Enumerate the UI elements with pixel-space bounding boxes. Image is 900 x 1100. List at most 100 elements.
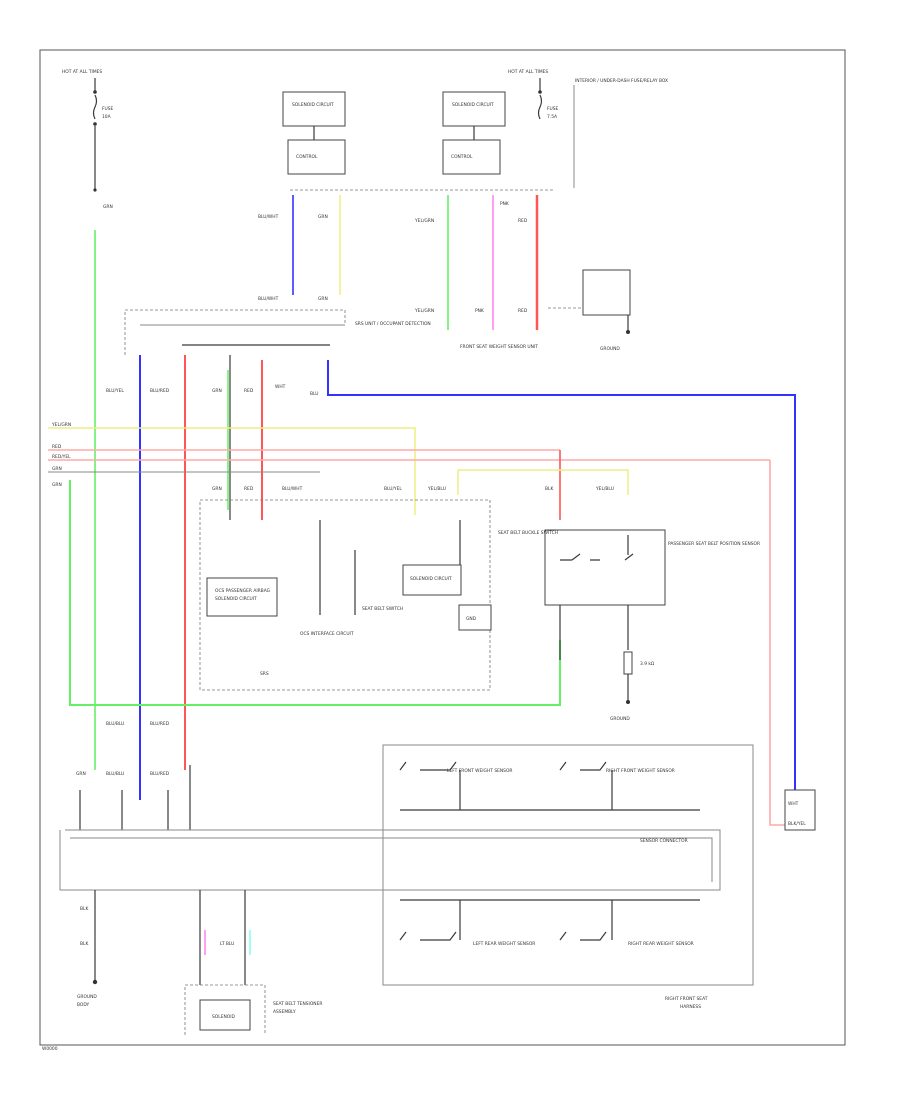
- hot-at-all-times-right: HOT AT ALL TIMES: [508, 69, 548, 75]
- side-connector-label-1: WHT: [788, 801, 799, 807]
- solenoid-control-2-label: CONTROL: [451, 154, 473, 160]
- srs-unit-outline: [199, 499, 491, 691]
- wire-label-top-10: RED: [518, 308, 528, 314]
- wire-label-top-8: YEL/GRN: [414, 308, 434, 314]
- fuse-right-terminal-top: [538, 90, 542, 94]
- wire-green-loop: [69, 480, 561, 706]
- ecu-pin-label-2: RED: [244, 486, 254, 492]
- wire-label-top-3: YEL/GRN: [414, 218, 434, 224]
- fuse-left-label-b: 10A: [102, 114, 111, 120]
- wire-label-top-7: GRN: [318, 296, 328, 302]
- wire-label-mid-6: BLU: [310, 391, 318, 397]
- wire-yellow-ecu-top: [457, 469, 629, 495]
- fuse-right-note: INTERIOR / UNDER-DASH FUSE/RELAY BOX: [575, 78, 668, 84]
- seat-belt-buckle-switch-box: [544, 529, 666, 606]
- sensor-rr-switch: [559, 900, 613, 941]
- buckle-box-side: PASSENGER SEAT BELT POSITION SENSOR: [668, 541, 760, 547]
- ecu-inner-box-label: OCS PASSENGER AIRBAG: [215, 588, 271, 594]
- ground-mid-right-label: GROUND: [610, 716, 630, 722]
- wire-red-right-long: [769, 460, 785, 826]
- fuse-right-icon: [537, 94, 543, 120]
- lower-label-1: BLU/BLU: [106, 721, 124, 727]
- solenoid-control-1-label: CONTROL: [296, 154, 318, 160]
- connector-note: FRONT SEAT WEIGHT SENSOR UNIT: [460, 344, 538, 350]
- wire-label-mid-1: BLU/YEL: [106, 388, 124, 394]
- solenoid-box-1: [282, 91, 346, 127]
- wire-label-top-5: RED: [518, 218, 528, 224]
- seat-label2: HARNESS: [680, 1004, 701, 1010]
- bottom-pin-label-3: LT BLU: [220, 941, 234, 947]
- wire-label-mid-4: RED: [244, 388, 254, 394]
- wire-label-mid-5: WHT: [275, 384, 286, 390]
- seat-label: RIGHT FRONT SEAT: [665, 996, 708, 1002]
- srs-connector-outline: [124, 309, 346, 355]
- bottom-solenoid-note: SEAT BELT TENSIONER: [273, 1001, 322, 1007]
- ground-top-right-icon: [626, 330, 630, 334]
- ground-box-top-right: [582, 269, 631, 316]
- sensor-rf-switch: [559, 761, 613, 810]
- side-connector-label-2: BLK/YEL: [788, 821, 806, 827]
- wire-yellow-harness: [48, 427, 416, 515]
- fuse-right-label-b: 7.5A: [547, 114, 557, 120]
- ecu-interface-label: OCS INTERFACE CIRCUIT: [300, 631, 354, 637]
- ground-bottom-left-label2: BODY: [77, 1002, 90, 1008]
- wire-label-top-4: PNK: [500, 201, 509, 207]
- bottom-solenoid-box: [199, 999, 251, 1031]
- fuse-right-label-a: FUSE: [547, 106, 559, 112]
- harness-label-5: GRN: [52, 482, 62, 488]
- fuse-left-terminal-top: [93, 90, 97, 94]
- wire-label-mid-2: BLU/RED: [150, 388, 170, 394]
- ground-bottom-left-icon: [92, 979, 98, 985]
- solenoid-control-box-2: [442, 139, 501, 175]
- sensor-rf-label: RIGHT FRONT WEIGHT SENSOR: [606, 768, 675, 774]
- ecu-label: SRS: [260, 671, 269, 677]
- lower-label-2: BLU/RED: [150, 721, 170, 727]
- solenoid-control-box-1: [287, 139, 346, 175]
- hot-at-all-times-left: HOT AT ALL TIMES: [62, 69, 102, 75]
- bottom-pin-label-1: BLK: [80, 906, 88, 912]
- ground-top-right-label: GROUND: [600, 346, 620, 352]
- lower-label-4: BLU/BLU: [106, 771, 124, 777]
- srs-label: SRS UNIT / OCCUPANT DETECTION: [355, 321, 431, 327]
- harness-label-3: RED/YEL: [52, 454, 71, 460]
- ecu-pin-label-3: BLU/WHT: [282, 486, 303, 492]
- bottom-solenoid-note2: ASSEMBLY: [273, 1009, 296, 1015]
- diagram-frame: [39, 49, 846, 1046]
- buckle-pin-label-2: YEL/BLU: [595, 486, 614, 492]
- sensor-lr-switch: [399, 900, 461, 941]
- splice-left-top: [93, 188, 97, 192]
- ecu-solenoid-box-label: SOLENOID CIRCUIT: [410, 576, 452, 582]
- fuse-left-icon: [92, 94, 98, 120]
- ecu-pin-label-1: GRN: [212, 486, 222, 492]
- ground-bottom-left-label: GROUND: [77, 994, 97, 1000]
- solenoid-box-1-label: SOLENOID CIRCUIT: [292, 102, 334, 108]
- ecu-pin-label-4: BLU/YEL: [384, 486, 402, 492]
- sensor-rr-label: RIGHT REAR WEIGHT SENSOR: [628, 941, 694, 947]
- ecu-small-box-label: GND: [466, 616, 477, 622]
- ecu-pin-label-5: YEL/BLU: [427, 486, 446, 492]
- lower-harness-inner: [70, 837, 713, 882]
- ground-mid-right-icon: [626, 700, 630, 704]
- bottom-solenoid-label: SOLENOID: [212, 1014, 235, 1020]
- seat-harness-frame: [382, 744, 754, 986]
- solenoid-box-2-label: SOLENOID CIRCUIT: [452, 102, 494, 108]
- lower-harness-bus: [59, 829, 721, 891]
- harness-label-2: RED: [52, 444, 62, 450]
- side-connector-box: [784, 789, 816, 831]
- footer-code: W0000: [42, 1046, 58, 1052]
- resistor-label: 3.9 kΩ: [640, 661, 655, 667]
- wire-label-top-2: GRN: [318, 214, 328, 220]
- wire-blue-right-long: [327, 360, 796, 790]
- sensor-lf-switch: [399, 761, 461, 810]
- sensor-lr-label: LEFT REAR WEIGHT SENSOR: [473, 941, 535, 947]
- wire-label-top-6: BLU/WHT: [258, 296, 279, 302]
- ecu-inner-box-label2: SOLENOID CIRCUIT: [215, 596, 257, 602]
- fuse-left-terminal-bottom: [93, 122, 97, 126]
- buckle-box-title: SEAT BELT BUCKLE SWITCH: [498, 530, 558, 536]
- solenoid-box-2: [442, 91, 506, 127]
- lower-label-3: GRN: [76, 771, 86, 777]
- ecu-small-box: [458, 604, 492, 631]
- fuse-left-label-a: FUSE: [102, 106, 114, 112]
- buckle-switch-contacts: [560, 535, 634, 561]
